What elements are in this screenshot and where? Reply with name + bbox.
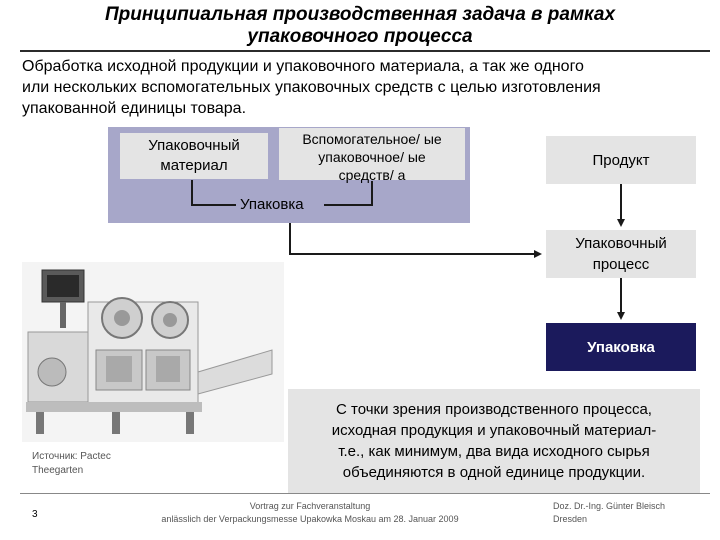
slide-title-line-2: упаковочного процесса: [247, 26, 473, 47]
group-bracket-connector: [191, 180, 236, 206]
intro-text: Обработка исходной продукции и упаковочн…: [22, 56, 702, 119]
intro-line-2: или нескольких вспомогательных упаковочн…: [22, 79, 601, 96]
title-divider: [20, 50, 710, 52]
statement-line-3: т.е., как минимум, два вида исходного сы…: [338, 443, 650, 460]
packaging-machine-photo: [22, 262, 284, 442]
statement-box: С точки зрения производственного процесс…: [288, 389, 700, 493]
footer-author-line-1: Doz. Dr.-Ing. Günter Bleisch: [553, 501, 666, 511]
page-number: 3: [32, 509, 38, 520]
packaging-process-line-1: Упаковочный: [575, 235, 667, 252]
slide-title-line-1: Принципиальная производственная задача в…: [104, 4, 616, 25]
product-box: Продукт: [546, 136, 696, 184]
auxiliary-means-line-1: Вспомогательное/ ые: [302, 131, 442, 147]
image-source: Источник: Pactec Theegarten: [32, 450, 111, 478]
footer-author-line-2: Dresden: [553, 514, 588, 524]
statement-line-2: исходная продукция и упаковочный материа…: [331, 422, 657, 439]
packaging-process-box: Упаковочный процесс: [546, 230, 696, 278]
group-to-process-connector: [289, 223, 542, 258]
image-source-line-1: Источник: Pactec: [32, 451, 111, 462]
footer-event-line-2: anlässlich der Verpackungsmesse Upakowka…: [161, 514, 459, 524]
statement-line-1: С точки зрения производственного процесс…: [336, 401, 652, 418]
packaging-material-box: Упаковочный материал: [120, 133, 268, 179]
footer-event-line-1: Vortrag zur Fachveranstaltung: [249, 501, 371, 511]
image-source-line-2: Theegarten: [32, 465, 84, 476]
packaging-output-box: Упаковка: [546, 323, 696, 371]
group-bracket-connector-right: [324, 181, 373, 206]
packaging-group-label: Упаковка: [240, 196, 304, 213]
intro-line-3: упакованной единицы товара.: [22, 100, 247, 117]
product-label: Продукт: [592, 151, 650, 169]
packaging-output-label: Упаковка: [587, 338, 655, 356]
auxiliary-means-line-2: упаковочное/ ые: [318, 149, 426, 165]
auxiliary-means-line-3: средств/ а: [338, 167, 406, 183]
slide-title: Принципиальная производственная задача в…: [0, 4, 720, 48]
intro-line-1: Обработка исходной продукции и упаковочн…: [22, 58, 584, 75]
statement-line-4: объединяются в одной единице продукции.: [342, 464, 646, 481]
packaging-material-line-1: Упаковочный: [148, 137, 240, 154]
footer-divider: [20, 493, 710, 494]
auxiliary-means-box: Вспомогательное/ ые упаковочное/ ые сред…: [279, 128, 465, 183]
packaging-material-line-2: материал: [160, 157, 228, 174]
packaging-process-line-2: процесс: [592, 256, 650, 273]
footer-author: Doz. Dr.-Ing. Günter Bleisch Dresden: [553, 500, 665, 526]
footer-event: Vortrag zur Fachveranstaltung anlässlich…: [110, 500, 510, 526]
